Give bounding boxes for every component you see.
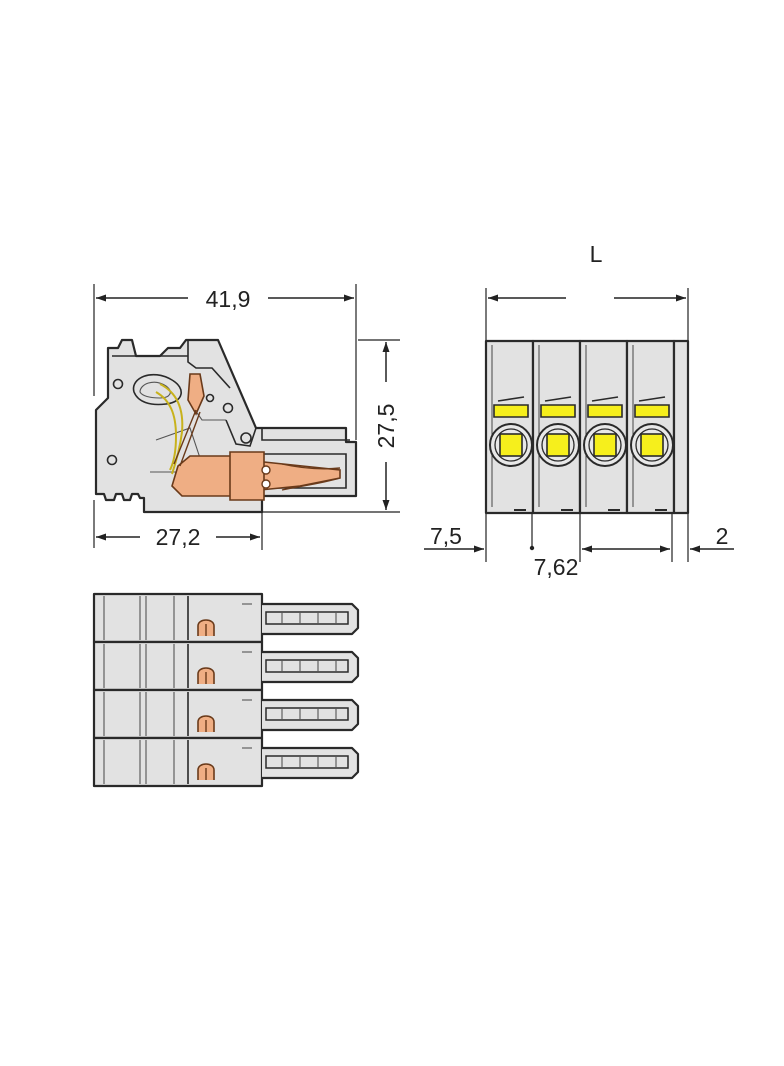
release-button — [540, 404, 576, 418]
dimension-front-length: L — [590, 241, 603, 267]
top-view-pole — [92, 688, 360, 740]
release-button — [587, 404, 623, 418]
top-view — [92, 592, 360, 788]
side-view — [94, 338, 358, 514]
wire-entry — [593, 433, 617, 457]
front-view-pole — [531, 339, 582, 515]
wire-entry — [640, 433, 664, 457]
front-view-end-plate — [672, 339, 690, 515]
front-view-dimensions: L 7,5 7,62 2 — [424, 241, 734, 580]
side-view-dimensions: 41,9 27,5 27,2 — [93, 284, 400, 550]
wire-entry — [546, 433, 570, 457]
top-view-pole — [92, 736, 360, 788]
dimension-front-pitch: 7,62 — [534, 554, 579, 580]
front-view-pole — [625, 339, 676, 515]
dimension-side-base: 27,2 — [156, 524, 201, 550]
dimension-side-width: 41,9 — [206, 286, 251, 312]
front-view-pole — [484, 339, 535, 515]
top-view-pole — [92, 592, 360, 644]
dimension-front-right-offset: 2 — [716, 523, 729, 549]
wire-entry — [499, 433, 523, 457]
front-view-pole — [578, 339, 629, 515]
side-view-contact — [187, 373, 205, 416]
dimension-side-height: 27,5 — [373, 404, 399, 449]
release-button — [493, 404, 529, 418]
dimension-front-left-offset: 7,5 — [430, 523, 462, 549]
release-button — [634, 404, 670, 418]
front-view — [484, 339, 690, 515]
top-view-pole — [92, 640, 360, 692]
